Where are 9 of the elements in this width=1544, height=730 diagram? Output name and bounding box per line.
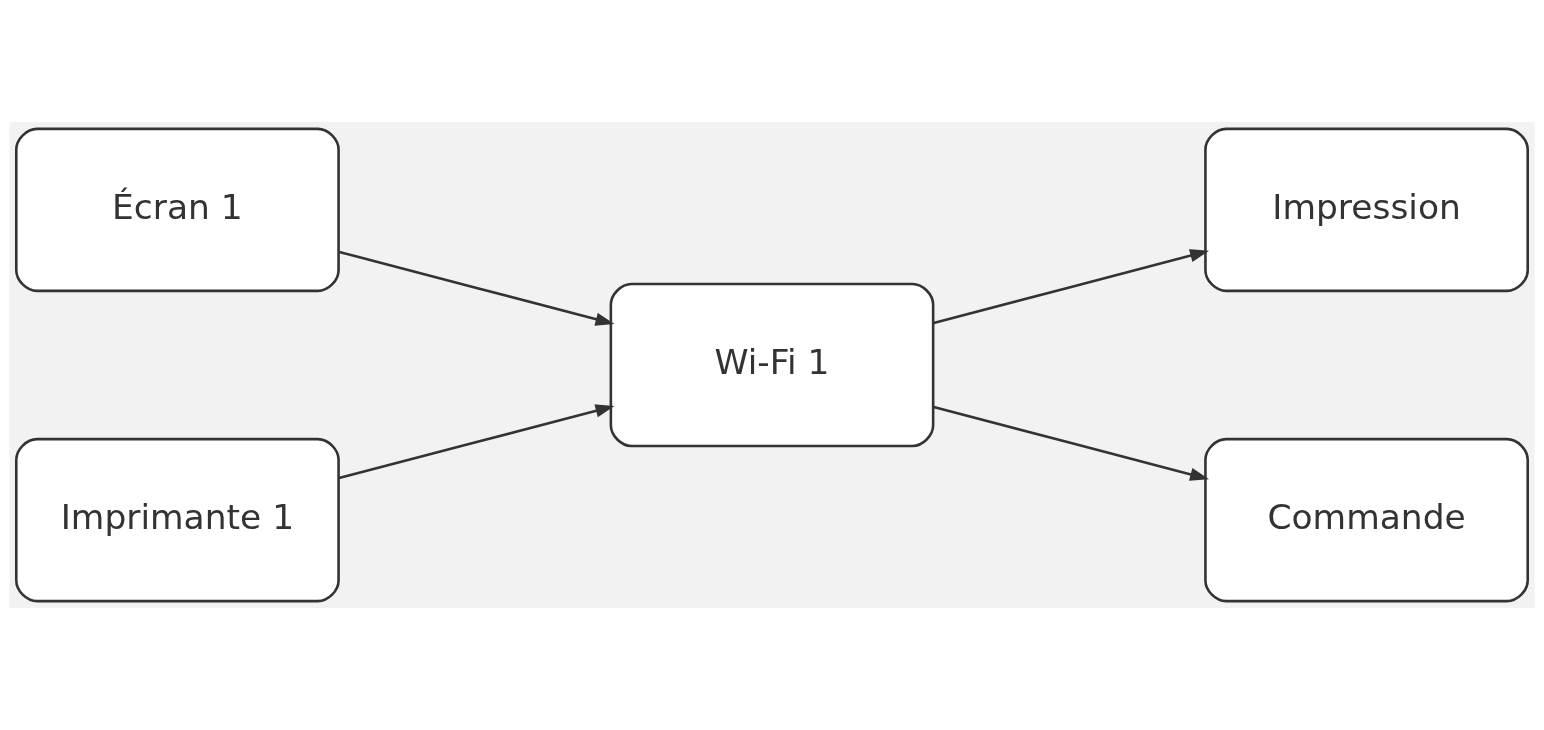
- node-box: Wi-Fi 1: [609, 282, 935, 448]
- arrow: [338, 404, 615, 480]
- arrow: [338, 250, 615, 326]
- node-box: Commande: [1204, 437, 1529, 603]
- node-box: Imprimante 1: [15, 437, 340, 603]
- arrow: [933, 249, 1210, 325]
- arrow: [933, 405, 1210, 481]
- node-box: Écran 1: [15, 127, 340, 293]
- node-box: Impression: [1204, 127, 1529, 293]
